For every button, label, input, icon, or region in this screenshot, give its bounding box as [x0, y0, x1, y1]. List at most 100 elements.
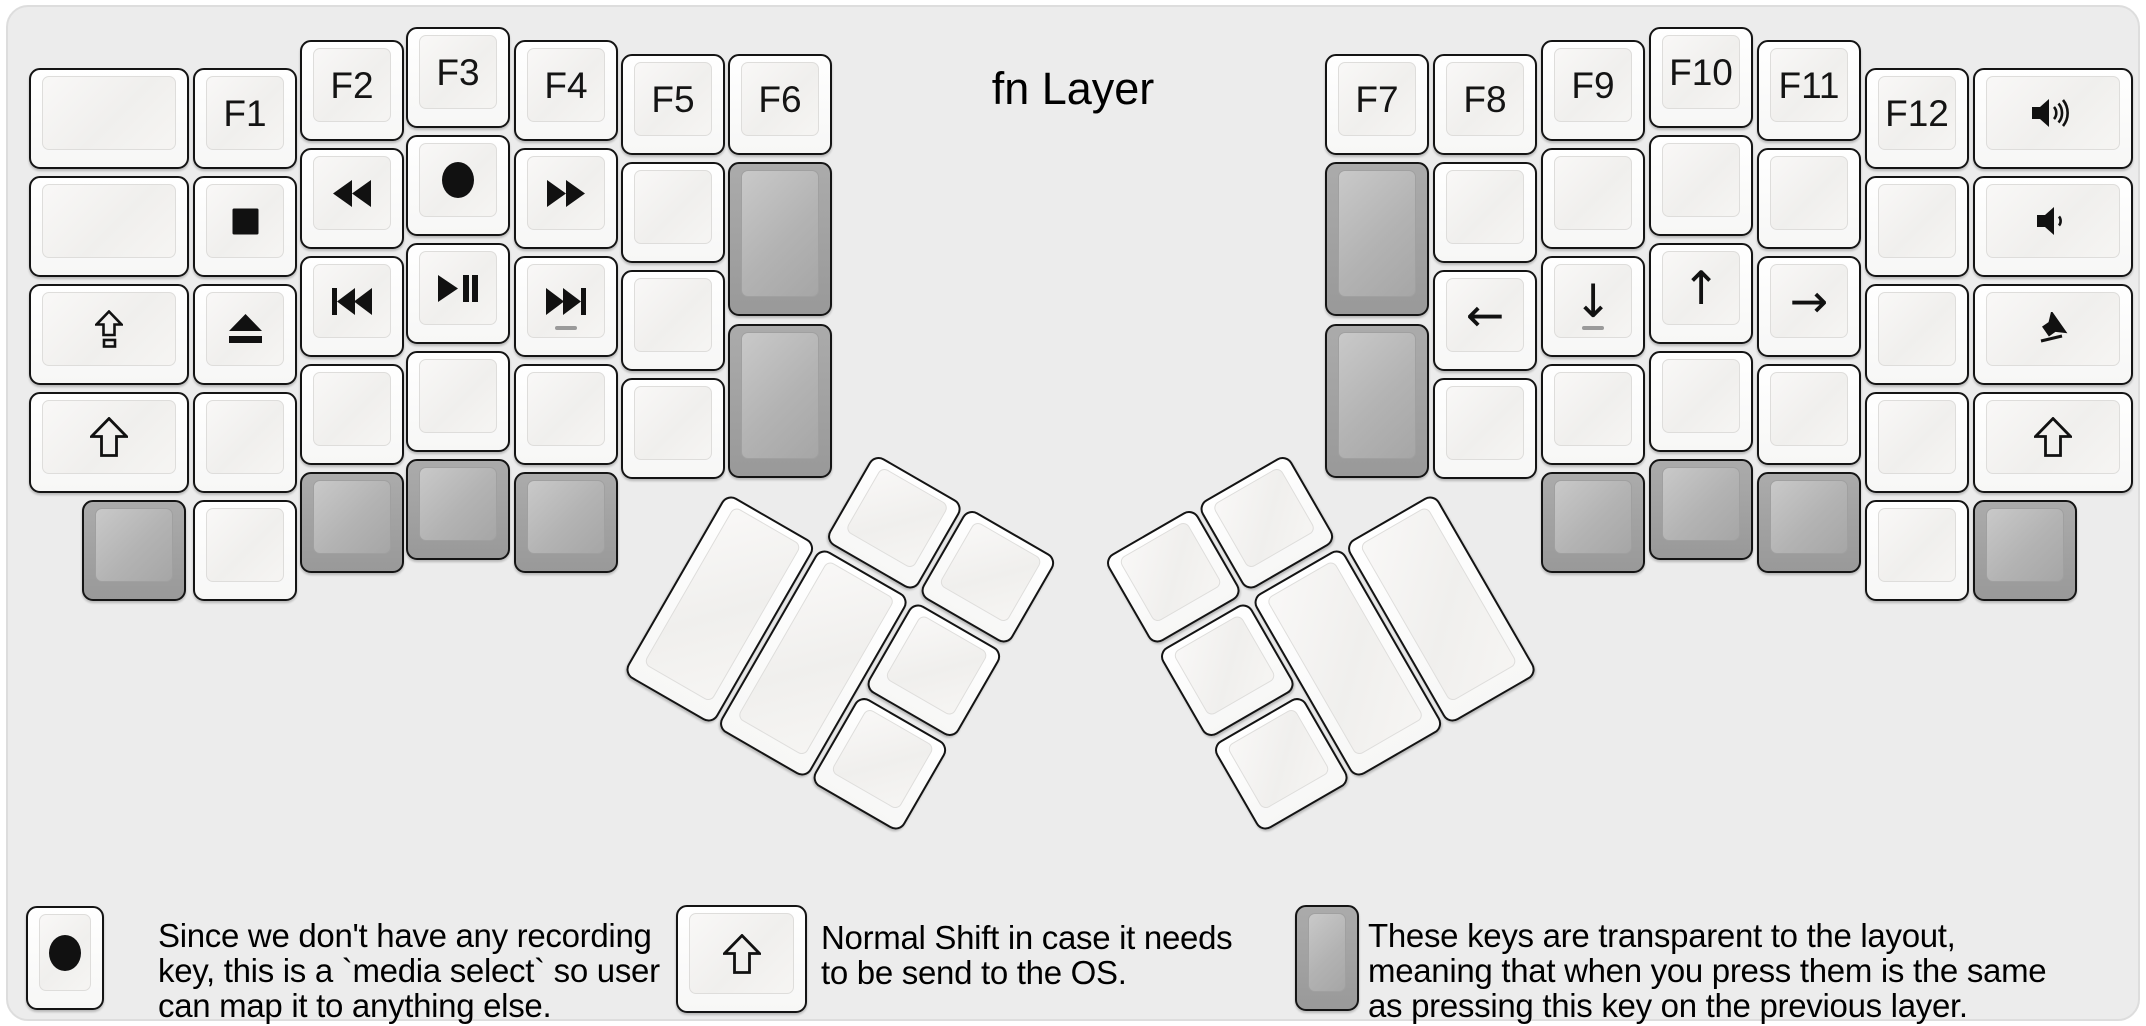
key-blank: [621, 378, 725, 479]
key-left: ←: [1433, 270, 1537, 371]
shift-icon: [90, 417, 128, 457]
key-blank: [621, 162, 725, 263]
legend-note-shift: Normal Shift in case it needs to be send…: [821, 919, 1233, 990]
key-blank: [1649, 135, 1753, 236]
homing-bar: [555, 326, 577, 330]
key-transparent: [1649, 459, 1753, 560]
key-shift: [1973, 392, 2133, 493]
key-voldown: [1973, 176, 2133, 277]
keytop: [419, 359, 497, 433]
key-transparent: [728, 324, 832, 478]
key-playpause: [406, 243, 510, 344]
keytop: [42, 76, 176, 150]
playpause-icon: [438, 274, 478, 302]
keytop: [1446, 386, 1524, 460]
keytop: [1338, 332, 1416, 459]
keytop: [830, 707, 935, 811]
keytop: [527, 264, 605, 338]
key-f2: F2: [300, 40, 404, 141]
key-blank: [1757, 148, 1861, 249]
keytop: ↓: [1554, 264, 1632, 338]
keytop: [634, 170, 712, 244]
legend-line: key, this is a `media select` so user: [158, 952, 660, 989]
key-rewind: [300, 148, 404, 249]
key-label: F12: [1885, 92, 1949, 134]
legend-note-record: Since we don't have any recording key, t…: [158, 918, 660, 1023]
keytop: [419, 143, 497, 217]
legend-line: as pressing this key on the previous lay…: [1368, 987, 1968, 1024]
key-blank: [300, 364, 404, 465]
keytop: [1446, 170, 1524, 244]
key-transparent: [728, 162, 832, 316]
key-blank: [193, 392, 297, 493]
keytop: [1878, 184, 1956, 258]
key-f7: F7: [1325, 54, 1429, 155]
right-icon: →: [1789, 274, 1829, 328]
key-f8: F8: [1433, 54, 1537, 155]
keytop: [1878, 292, 1956, 366]
stop-icon: [232, 208, 259, 235]
up-icon: ↑: [1681, 261, 1721, 315]
key-prev: [300, 256, 404, 357]
key-f12: F12: [1865, 68, 1969, 169]
key-label: F6: [758, 78, 802, 120]
key-f9: F9: [1541, 40, 1645, 141]
legend-line: Since we don't have any recording: [158, 917, 652, 954]
keytop: [1554, 156, 1632, 230]
keytop: [313, 264, 391, 338]
key-blank: [1757, 364, 1861, 465]
keytop: F5: [634, 62, 712, 136]
keytop: F4: [527, 48, 605, 122]
legend-note-transparent: These keys are transparent to the layout…: [1368, 917, 2047, 1024]
keytop: F8: [1446, 62, 1524, 136]
keytop: [1986, 184, 2120, 258]
key-label: F9: [1571, 64, 1615, 106]
keytop: [1770, 480, 1848, 554]
key-ffwd: [514, 148, 618, 249]
keytop: [206, 184, 284, 258]
keytop: [206, 508, 284, 582]
keytop: F10: [1662, 35, 1740, 109]
key-eject: [193, 284, 297, 385]
key-label: F5: [651, 78, 695, 120]
left-icon: ←: [1465, 288, 1505, 342]
keytop: [95, 508, 173, 582]
key-blank: [1865, 392, 1969, 493]
ffwd-icon: [547, 179, 585, 207]
key-shift: [29, 392, 189, 493]
key-f6: F6: [728, 54, 832, 155]
keytop: [1770, 372, 1848, 446]
next-icon: [546, 287, 586, 315]
key-transparent: [1541, 472, 1645, 573]
key-blank: [621, 270, 725, 371]
key-right: →: [1757, 256, 1861, 357]
key-transparent: [1973, 500, 2077, 601]
keytop: [42, 400, 176, 474]
keytop: →: [1770, 264, 1848, 338]
keytop: [1986, 292, 2120, 366]
keytop: [689, 913, 794, 994]
keytop: [844, 466, 950, 570]
key-blank: [1541, 364, 1645, 465]
keytop: [527, 480, 605, 554]
keytop: F12: [1878, 76, 1956, 150]
shift-icon: [722, 933, 761, 974]
keytop: [39, 914, 91, 991]
key-blank: [1649, 351, 1753, 452]
keytop: [1878, 508, 1956, 582]
legend-line: Normal Shift in case it needs: [821, 919, 1233, 956]
legend-line: These keys are transparent to the layout…: [1368, 917, 1956, 954]
homing-bar: [1582, 326, 1604, 330]
key-label: F8: [1463, 78, 1507, 120]
key-f11: F11: [1757, 40, 1861, 141]
key-label: F4: [544, 64, 588, 106]
key-blank: [29, 68, 189, 169]
key-label: F3: [436, 51, 480, 93]
keytop: [419, 467, 497, 541]
keytop: [1662, 143, 1740, 217]
shift-icon: [2034, 417, 2072, 457]
key-record: [406, 135, 510, 236]
keytop: F2: [313, 48, 391, 122]
keytop: [527, 372, 605, 446]
